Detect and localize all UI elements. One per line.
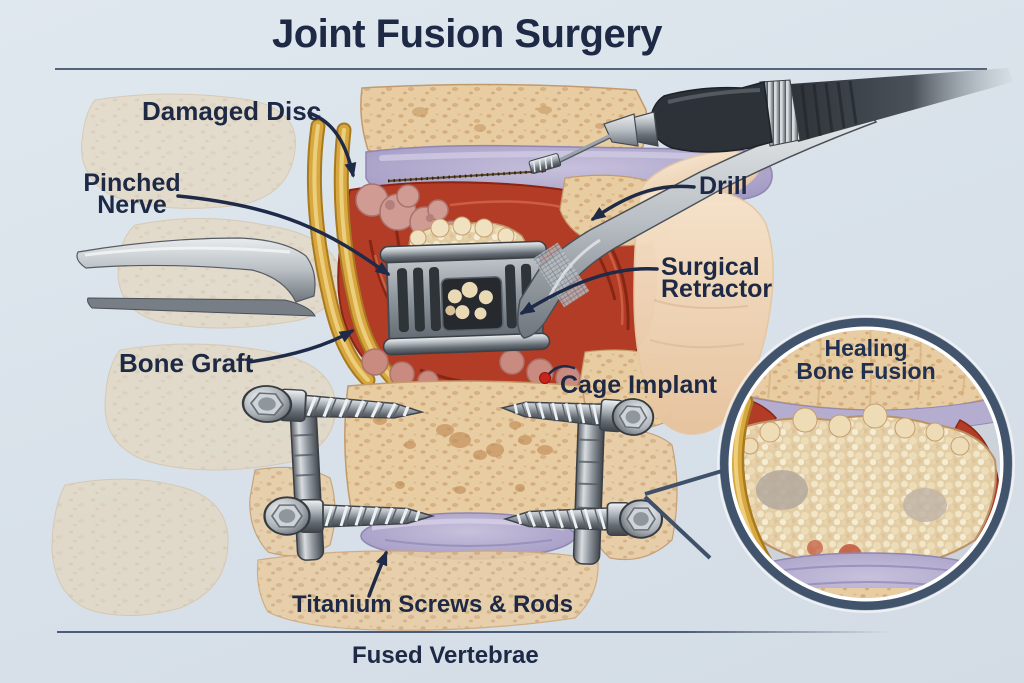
- label-surgical-retractor-line2: Retractor: [661, 275, 773, 303]
- label-surgical-retractor-line1: Surgical: [661, 253, 760, 281]
- left-retractor-blade: [76, 237, 316, 317]
- label-cage-implant: Cage Implant: [560, 371, 717, 399]
- label-pinched-nerve-line2: Nerve: [97, 191, 167, 219]
- inset-title-line2: Bone Fusion: [796, 358, 936, 384]
- label-damaged-disc: Damaged Disc: [142, 96, 322, 126]
- titanium-rod-right: [572, 413, 605, 565]
- title-divider: [55, 68, 987, 70]
- bottom-vertebra: [256, 550, 599, 631]
- page-title: Joint Fusion Surgery: [272, 12, 663, 56]
- inset-callout-lines: [643, 469, 723, 560]
- label-pinched-nerve: Pinched Nerve: [80, 169, 184, 219]
- cage-implant-marker-dot: [539, 372, 551, 384]
- drill-illustration: [528, 68, 1013, 174]
- inset-healing-fusion: [643, 315, 1015, 613]
- leader-titanium: [367, 550, 388, 598]
- leader-surgical-retractor: [519, 266, 659, 315]
- label-bone-graft: Bone Graft: [119, 348, 254, 378]
- inset-inner-rim: [727, 325, 1005, 603]
- leader-bone-graft: [247, 329, 355, 364]
- inset-title: Healing Bone Fusion: [780, 337, 952, 383]
- inset-ring: [719, 317, 1013, 611]
- label-drill: Drill: [699, 172, 748, 200]
- drill-bit: [528, 153, 562, 174]
- footer-divider: [57, 631, 890, 633]
- label-titanium-screws-rods: Titanium Screws & Rods: [292, 591, 573, 618]
- caption-fused-vertebrae: Fused Vertebrae: [352, 642, 539, 669]
- leader-pinched-nerve: [176, 194, 391, 276]
- leader-lines: [176, 111, 696, 598]
- leader-drill: [590, 184, 696, 221]
- label-pinched-nerve-line1: Pinched: [83, 169, 181, 197]
- leader-cage-implant: [547, 365, 576, 376]
- label-surgical-retractor: Surgical Retractor: [661, 253, 773, 303]
- leader-damaged-disc: [307, 111, 357, 178]
- inset-title-line1: Healing: [824, 335, 908, 361]
